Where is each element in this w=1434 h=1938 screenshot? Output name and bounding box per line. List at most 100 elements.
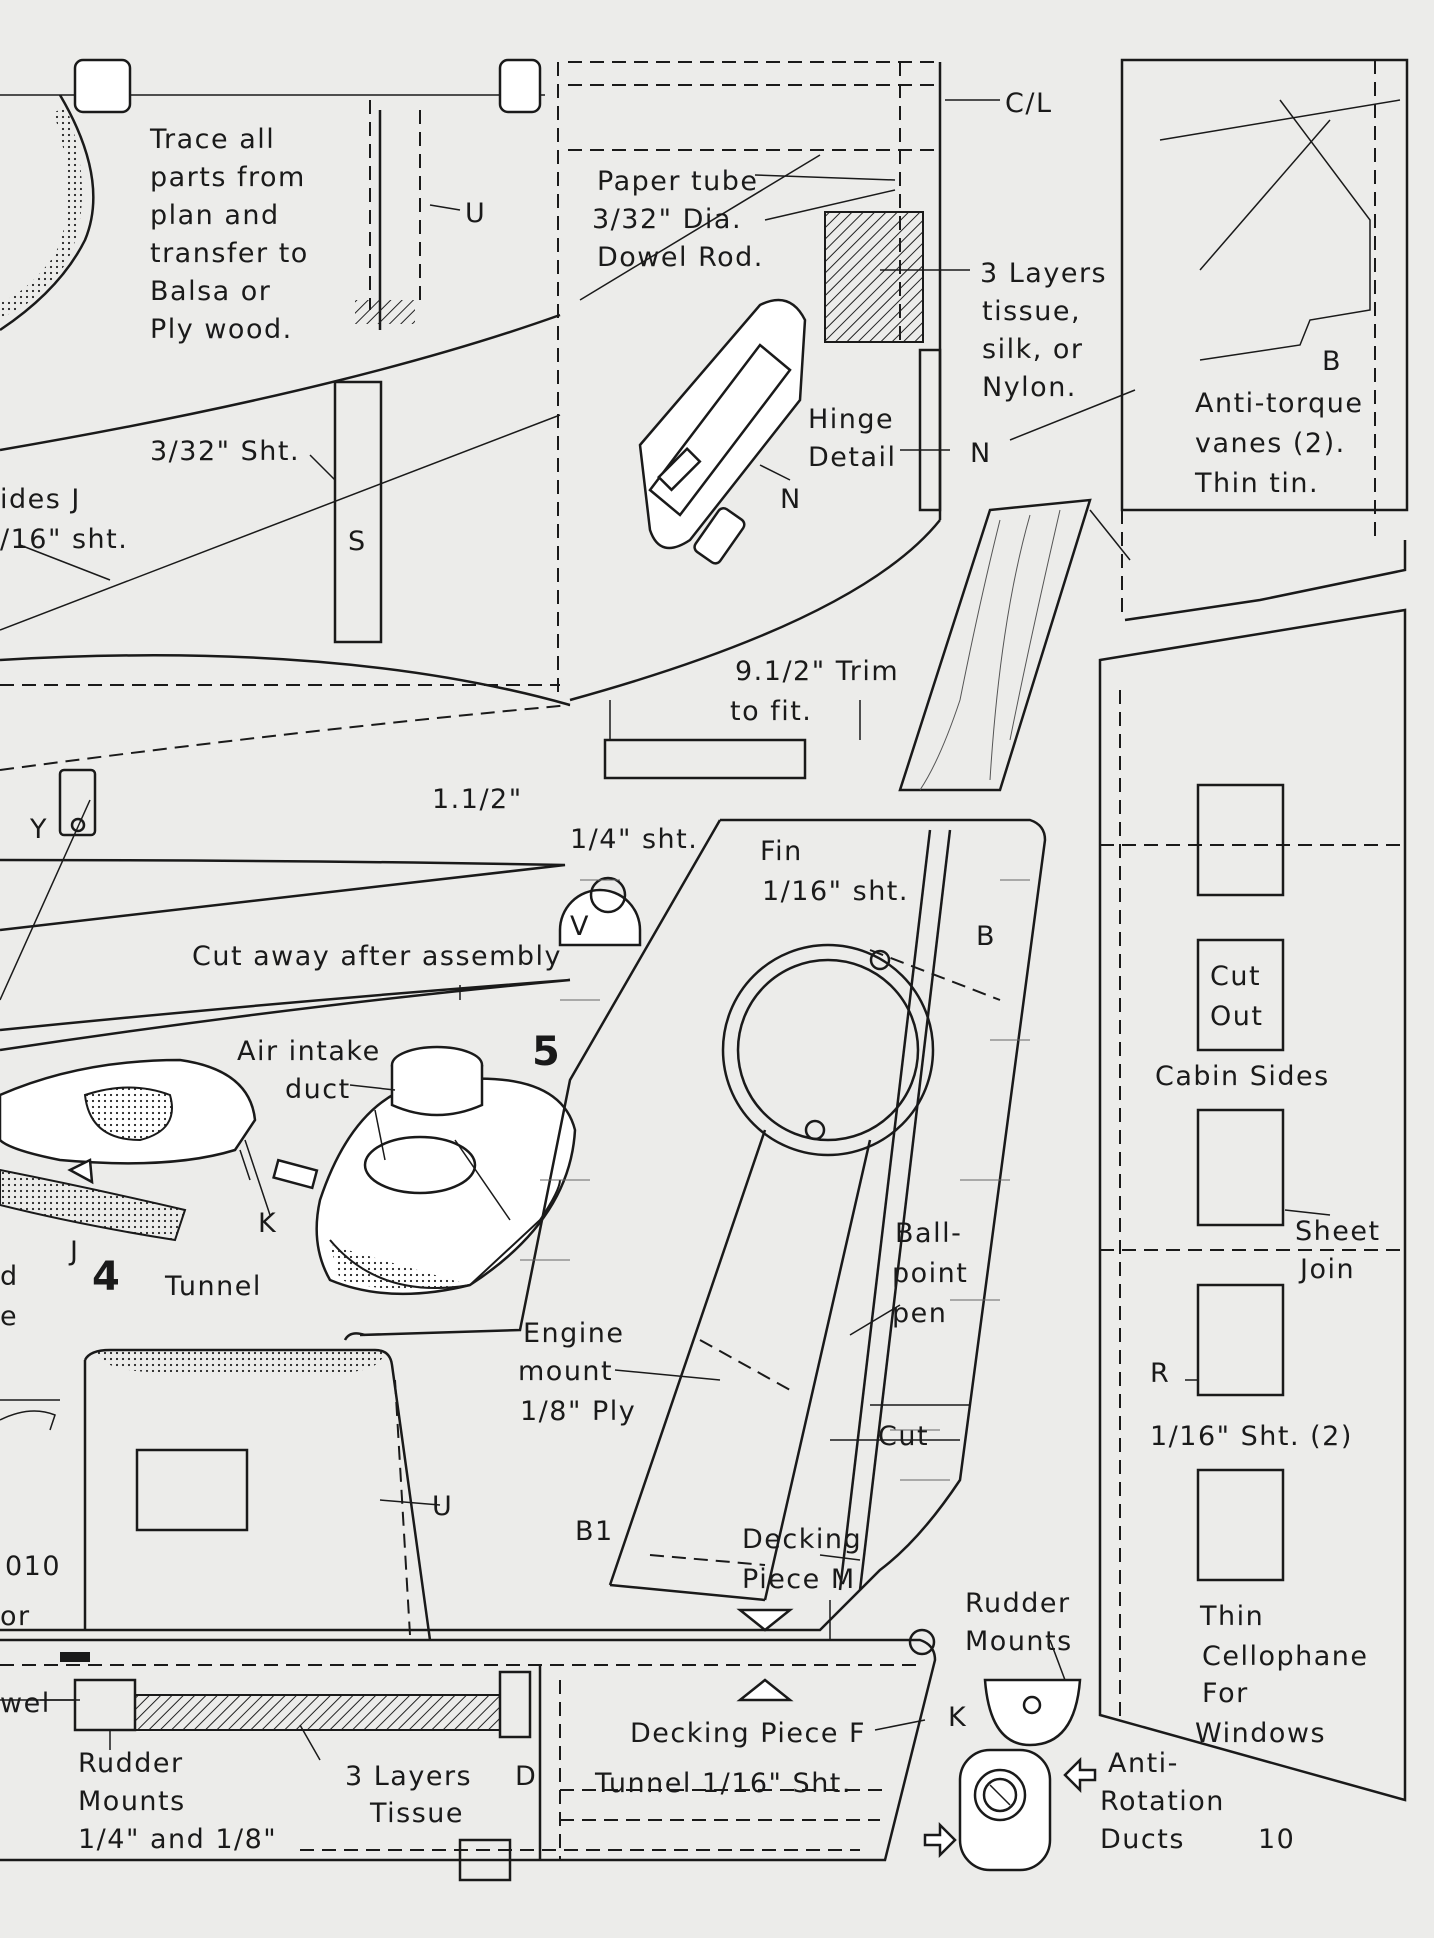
- label-cut: Cut: [878, 1421, 929, 1452]
- svg-text:Rudder: Rudder: [965, 1588, 1071, 1619]
- cut-out-label: Cut Out: [1210, 961, 1263, 1032]
- label-b-fin: B: [976, 921, 996, 952]
- label-j: J: [68, 1236, 79, 1267]
- label-decking-f: Decking Piece F: [630, 1718, 866, 1749]
- label-b-vane: B: [1322, 346, 1342, 377]
- label-cabin-sides: Cabin Sides: [1155, 1061, 1330, 1092]
- label-u-top: U: [465, 198, 486, 229]
- svg-text:Rudder: Rudder: [78, 1748, 184, 1779]
- cellophane-label: Thin Cellophane For Windows: [1195, 1601, 1369, 1749]
- svg-text:Engine: Engine: [523, 1318, 625, 1349]
- svg-text:duct: duct: [285, 1074, 351, 1105]
- three-layers-tissue-label: 3 Layers Tissue: [345, 1761, 472, 1829]
- label-u-lower: U: [432, 1491, 453, 1522]
- engine-mount-label: Engine mount 1/8" Ply: [518, 1318, 636, 1427]
- svg-text:Dowel Rod.: Dowel Rod.: [597, 242, 764, 273]
- svg-text:Mounts: Mounts: [78, 1786, 186, 1817]
- label-left-d: d: [0, 1261, 19, 1292]
- hull-top-left: [0, 58, 571, 771]
- svg-text:Balsa or: Balsa or: [150, 276, 271, 307]
- svg-text:Piece M: Piece M: [742, 1564, 856, 1595]
- svg-text:tissue,: tissue,: [982, 296, 1081, 327]
- hinge-detail-label: Hinge Detail: [808, 404, 895, 473]
- svg-text:Fin: Fin: [760, 836, 803, 867]
- svg-text:Tissue: Tissue: [369, 1798, 464, 1829]
- ballpoint-label: Ball- point pen: [892, 1218, 968, 1329]
- svg-text:Hinge: Hinge: [808, 404, 894, 435]
- svg-text:to fit.: to fit.: [730, 696, 812, 727]
- svg-text:Trace all: Trace all: [149, 124, 275, 155]
- svg-text:Ply wood.: Ply wood.: [150, 314, 293, 345]
- svg-text:Rotation: Rotation: [1100, 1786, 1225, 1817]
- anti-rotation-duct: [923, 1748, 1097, 1872]
- svg-text:Thin tin.: Thin tin.: [1194, 468, 1319, 499]
- svg-text:point: point: [892, 1258, 968, 1289]
- wood-block: [898, 498, 1131, 792]
- label-k-lower: K: [948, 1702, 967, 1733]
- decking-m-label: Decking Piece M: [742, 1524, 861, 1595]
- svg-text:vanes (2).: vanes (2).: [1195, 428, 1346, 459]
- svg-text:/16" sht.: /16" sht.: [0, 524, 128, 555]
- label-d: D: [515, 1761, 537, 1792]
- svg-text:Out: Out: [1210, 1001, 1263, 1032]
- label-tunnel-sht: Tunnel 1/16" Sht.: [594, 1768, 852, 1799]
- label-n-right: N: [970, 438, 992, 469]
- tunnel-section: [0, 1608, 937, 1882]
- rudder-mount-detail: [983, 1678, 1082, 1747]
- svg-text:mount: mount: [518, 1356, 613, 1387]
- svg-text:Sheet: Sheet: [1295, 1216, 1381, 1247]
- svg-text:Cut: Cut: [1210, 961, 1261, 992]
- label-left-e: e: [0, 1301, 18, 1332]
- svg-text:3 Layers: 3 Layers: [345, 1761, 472, 1792]
- svg-text:1/8" Ply: 1/8" Ply: [520, 1396, 636, 1427]
- label-tunnel: Tunnel: [164, 1271, 262, 1302]
- svg-text:Anti-torque: Anti-torque: [1195, 388, 1364, 419]
- svg-text:parts from: parts from: [150, 162, 306, 193]
- hinge-detail-frame: [557, 61, 1000, 702]
- trim-strip: [603, 700, 861, 780]
- svg-text:9.1/2" Trim: 9.1/2" Trim: [735, 656, 899, 687]
- fin-piece: [0, 818, 1047, 1632]
- svg-text:Windows: Windows: [1195, 1718, 1326, 1749]
- svg-text:3 Layers: 3 Layers: [980, 258, 1107, 289]
- anti-rotation-label: Anti- Rotation Ducts: [1100, 1748, 1225, 1855]
- label-left-or: or: [0, 1601, 31, 1632]
- cabin-sides-strip: [1098, 608, 1407, 1802]
- fin-label: Fin 1/16" sht.: [760, 836, 909, 907]
- svg-text:Mounts: Mounts: [965, 1626, 1073, 1657]
- step-5-number: 5: [532, 1029, 561, 1075]
- trace-parts-note: Trace all parts from plan and transfer t…: [149, 124, 309, 345]
- label-center-line: C/L: [1005, 88, 1053, 119]
- tissue-layers-label: 3 Layers tissue, silk, or Nylon.: [980, 258, 1107, 403]
- assembly-step-4: [0, 1058, 319, 1242]
- label-left-010: 010: [5, 1551, 61, 1582]
- label-n-hinge: N: [780, 484, 802, 515]
- svg-text:Ball-: Ball-: [895, 1218, 962, 1249]
- label-1-16-sht-2: 1/16" Sht. (2): [1150, 1421, 1353, 1452]
- air-intake-label: Air intake duct: [237, 1036, 379, 1105]
- label-b1: B1: [575, 1516, 614, 1547]
- svg-text:3/32" Dia.: 3/32" Dia.: [592, 204, 742, 235]
- svg-text:Cellophane: Cellophane: [1202, 1641, 1369, 1672]
- label-1-5-inch: 1.1/2": [432, 784, 523, 815]
- rudder-mounts-right-label: Rudder Mounts: [965, 1588, 1073, 1657]
- label-1-4-sht: 1/4" sht.: [570, 824, 698, 855]
- svg-text:Join: Join: [1298, 1254, 1355, 1285]
- step-4-number: 4: [92, 1254, 121, 1300]
- svg-text:plan and: plan and: [150, 200, 280, 231]
- paper-tube-label: Paper tube 3/32" Dia. Dowel Rod.: [592, 166, 764, 273]
- trim-label: 9.1/2" Trim to fit.: [730, 656, 899, 727]
- svg-text:transfer to: transfer to: [150, 238, 309, 269]
- svg-text:ides J: ides J: [0, 484, 81, 515]
- label-y: Y: [29, 814, 48, 845]
- anti-torque-label: Anti-torque vanes (2). Thin tin.: [1194, 388, 1364, 499]
- svg-text:1/16" sht.: 1/16" sht.: [762, 876, 909, 907]
- hull-profile-middle: [0, 768, 642, 1052]
- engine-mount-block: [0, 1348, 432, 1641]
- svg-text:silk, or: silk, or: [982, 334, 1084, 365]
- label-left-dowel: wel: [0, 1688, 51, 1719]
- rudder-mounts-left-label: Rudder Mounts 1/4" and 1/8": [78, 1748, 276, 1855]
- assembly-step-5: [315, 1045, 577, 1296]
- svg-text:Paper tube: Paper tube: [597, 166, 759, 197]
